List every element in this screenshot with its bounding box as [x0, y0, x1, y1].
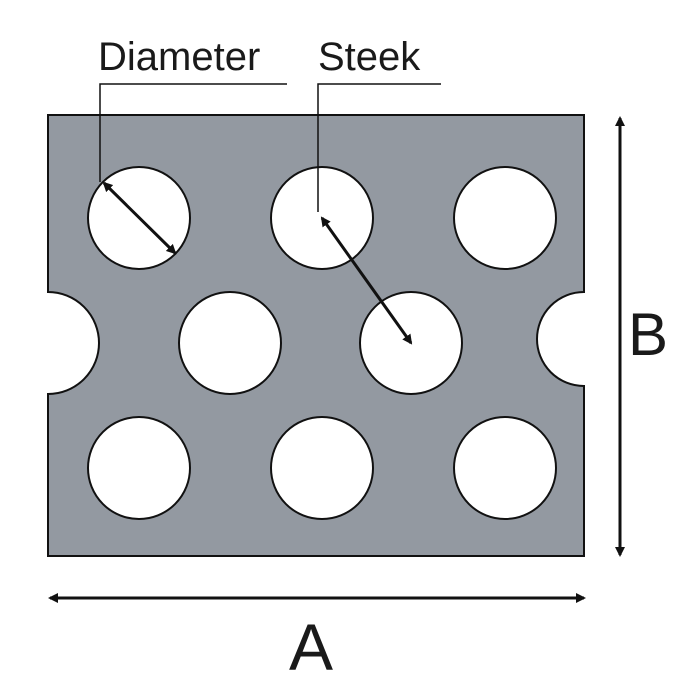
hole [270, 416, 374, 520]
diameter-arrow [102, 181, 177, 255]
width-label: A [289, 610, 333, 684]
height-label: B [628, 301, 668, 368]
hole [178, 291, 282, 395]
hole [453, 166, 557, 270]
pitch-leader-line [317, 83, 441, 212]
diameter-label: Diameter [98, 35, 260, 79]
pitch-label: Steek [318, 35, 421, 79]
diameter-leader-line [99, 83, 287, 182]
hole [453, 416, 557, 520]
pitch-arrow [320, 216, 413, 345]
hole [87, 416, 191, 520]
